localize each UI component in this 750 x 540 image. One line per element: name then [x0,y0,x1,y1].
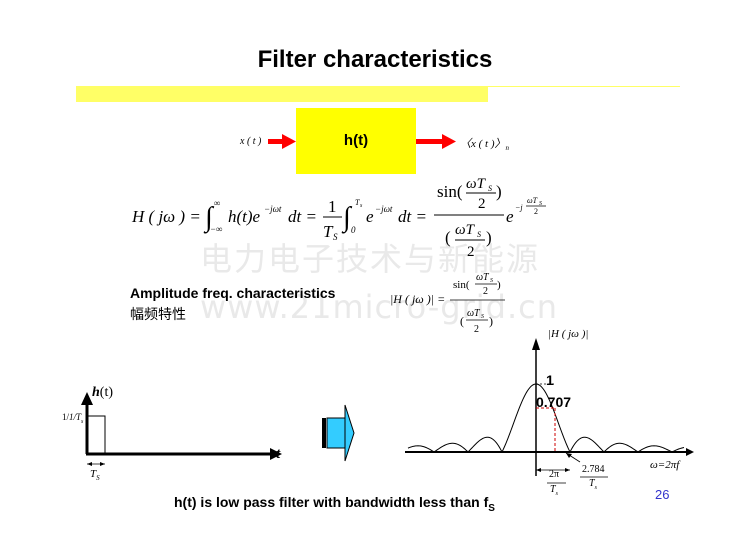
output-signal-label: 〈x ( t )〉n [460,138,510,153]
page-number: 26 [655,487,670,502]
first-zero-numerator: 2π [549,469,560,480]
svg-text:): ) [486,228,492,247]
svg-text:∫: ∫ [203,202,215,234]
rect-pulse [86,415,106,455]
svg-text:e: e [506,207,514,226]
svg-text:2: 2 [467,244,475,260]
svg-text:2: 2 [534,207,538,216]
svg-text:s: s [360,203,363,209]
svg-text:T: T [355,198,360,207]
svg-text:1: 1 [328,197,337,216]
svg-text:−jωt: −jωt [375,204,393,214]
impulse-ylabel: h(t) [92,385,114,400]
title-underline-line [488,86,680,87]
bandwidth-denominator: Ts [589,478,597,491]
svg-text:2: 2 [483,286,488,297]
output-arrow [416,134,456,149]
svg-text:H ( jω ) =: H ( jω ) = [131,207,201,226]
amplitude-label: Amplitude freq. characteristics [130,285,336,301]
svg-text:S: S [490,278,493,284]
bottom-caption: h(t) is low pass filter with bandwidth l… [174,494,495,514]
svg-text:h(t)e: h(t)e [228,207,261,226]
svg-text:−∞: −∞ [210,224,223,234]
svg-text:2: 2 [474,324,479,335]
h-axis-arrowhead [81,392,93,405]
magnitude-response-graph [405,338,694,484]
svg-text:∫: ∫ [341,202,353,234]
svg-text:|H ( jω )| =: |H ( jω )| = [390,292,445,306]
pulse-width-label: TS [90,468,100,483]
svg-text:sin(: sin( [437,182,463,201]
svg-text:S: S [488,184,492,193]
svg-text:): ) [497,279,501,291]
svg-text:(: ( [445,228,451,247]
svg-text:ωT: ωT [527,196,538,205]
svg-text:0: 0 [351,225,356,235]
svg-text:S: S [333,232,338,242]
impulse-xlabel: t [276,446,281,462]
t-axis-arrowhead [270,448,282,460]
svg-text:S: S [477,230,481,239]
impulse-response-graph [81,392,282,466]
svg-text:e: e [366,207,374,226]
svg-text:ωT: ωT [455,222,476,238]
magnitude-ylabel: |H ( jω )| [548,328,589,340]
svg-text:S: S [481,314,484,320]
filter-box-label: h(t) [343,132,369,149]
svg-text:): ) [496,182,502,201]
svg-text:(: ( [460,314,464,328]
svg-text:−jωt: −jωt [264,204,282,214]
half-power-value-label: 0.707 [536,394,572,410]
input-signal-label: x ( t ) [240,136,262,147]
title-underline-bar [76,86,488,102]
svg-text:−j: −j [515,203,523,212]
peak-value-label: 1 [546,372,554,388]
slide-title: Filter characteristics [257,46,493,73]
input-arrow [268,134,296,149]
svg-text:): ) [489,314,493,328]
svg-text:dt =: dt = [398,207,427,226]
svg-text:∞: ∞ [214,198,220,208]
watermark-url: www.21micro-grid.cn [200,288,559,326]
amplitude-label-chinese: 幅频特性 [130,306,186,322]
bandwidth-numerator: 2.784 [582,464,605,475]
watermark-chinese: 电力电子技术与新能源 [200,240,541,278]
svg-text:S: S [539,201,542,207]
pulse-height-label: 1/1/Ts [62,412,84,425]
filter-box [296,108,416,174]
svg-text:2: 2 [478,196,486,212]
svg-text:ωT: ωT [476,272,490,283]
sinc-curve [407,383,685,454]
svg-text:T: T [323,222,334,241]
svg-text:sin(: sin( [453,279,470,291]
svg-text:dt =: dt = [288,207,317,226]
svg-text:ωT: ωT [466,176,487,192]
transform-arrow [322,404,355,462]
first-zero-denominator: Ts [550,484,558,497]
svg-text:ωT: ωT [467,308,481,319]
omega-axis-label: ω=2πf [650,459,680,471]
